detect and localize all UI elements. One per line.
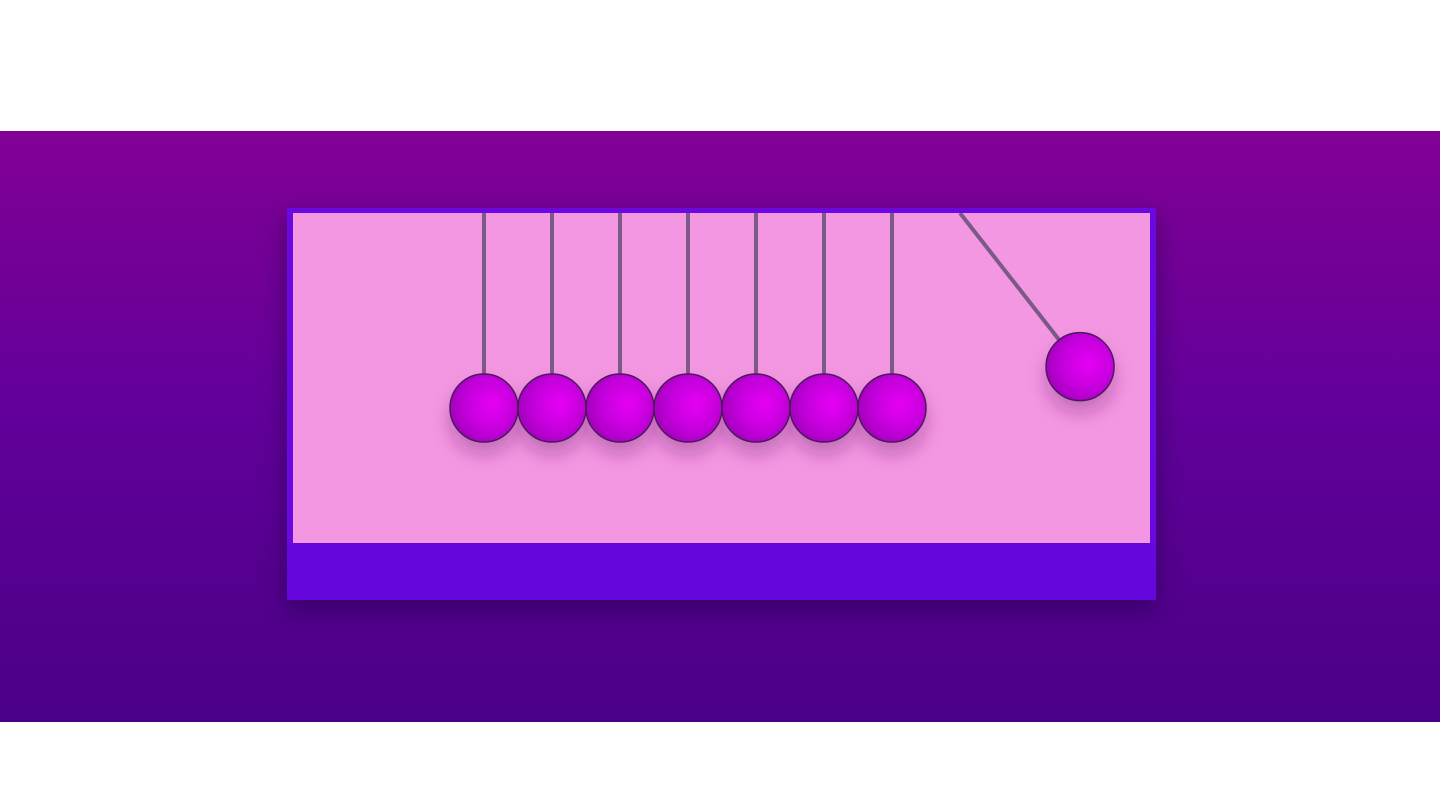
pendulum-ball-1 <box>449 373 519 443</box>
pendulum-strings <box>482 213 1061 374</box>
pendulum-string-8 <box>958 213 1061 342</box>
cradle-base <box>287 543 1156 600</box>
pendulum-ball-3 <box>585 373 655 443</box>
cradle-panel <box>293 213 1150 543</box>
pendulum-ball-2 <box>517 373 587 443</box>
pendulum-ball-5 <box>721 373 791 443</box>
pendulum-balls <box>449 331 1115 443</box>
pendulum-ball-6 <box>789 373 859 443</box>
newtons-cradle <box>449 213 1115 443</box>
pendulum-ball-8 <box>1045 331 1115 402</box>
newtons-cradle-frame <box>287 208 1156 600</box>
pendulum-ball-4 <box>653 373 723 443</box>
pendulum-ball-7 <box>857 373 927 443</box>
